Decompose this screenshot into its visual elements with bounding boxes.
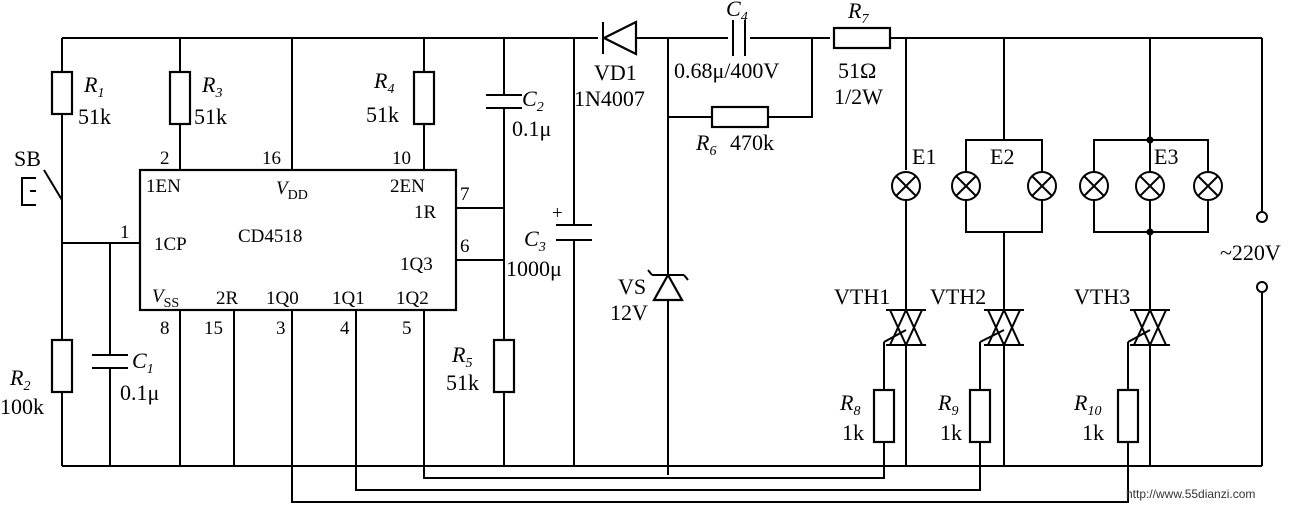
ic-pin-vdd: VDD <box>276 178 308 203</box>
c3-plus-sign: + <box>552 203 563 224</box>
e2-label: E2 <box>990 144 1014 169</box>
vs-value: 12V <box>610 300 648 325</box>
vd1-part: 1N4007 <box>574 86 645 111</box>
capacitor-c3: + <box>552 203 592 241</box>
r8-value: 1k <box>842 420 864 445</box>
r3-name: R3 <box>201 72 222 101</box>
watermark-url: http://www.55dianzi.com <box>1126 487 1255 501</box>
diode-vd1 <box>601 20 638 56</box>
triac-vth1 <box>883 307 926 348</box>
lamp-e2a <box>951 171 981 201</box>
c1-name: C1 <box>132 348 154 377</box>
ic-pin-vss: VSS <box>152 286 179 311</box>
r6-name: R6 <box>695 130 716 159</box>
lamp-e3a <box>1079 171 1109 201</box>
lamp-e3b <box>1135 171 1165 201</box>
r5-name: R5 <box>451 342 472 371</box>
ic-pin-1en: 1EN <box>146 176 181 197</box>
capacitor-c1 <box>92 354 128 369</box>
ic-pin-1q2: 1Q2 <box>396 288 429 309</box>
r1-value: 51k <box>78 104 111 129</box>
pin-num-4: 4 <box>340 318 350 339</box>
lamp-e3c <box>1193 171 1223 201</box>
triacs <box>883 307 1170 348</box>
mains-terminals <box>1256 211 1268 293</box>
r7-power: 1/2W <box>834 84 883 109</box>
vth3-label: VTH3 <box>1074 284 1130 309</box>
triac-vth3 <box>1127 307 1170 348</box>
r7-value: 51Ω <box>838 58 876 83</box>
sb-label: SB <box>14 146 41 171</box>
pin-num-15: 15 <box>204 318 223 339</box>
pin-num-3: 3 <box>276 318 286 339</box>
r1-name: R1 <box>83 72 104 101</box>
pin-num-16: 16 <box>262 148 281 169</box>
resistor-r3 <box>168 70 192 126</box>
r8-name: R8 <box>839 390 860 419</box>
c2-value: 0.1μ <box>512 116 551 141</box>
pin-num-1: 1 <box>120 222 130 243</box>
e1-label: E1 <box>912 144 936 169</box>
ic-name: CD4518 <box>238 226 302 247</box>
vth2-label: VTH2 <box>930 284 986 309</box>
triac-vth2 <box>979 307 1024 348</box>
ic-pin-1q3: 1Q3 <box>400 254 433 275</box>
ic-pin-2en: 2EN <box>390 176 425 197</box>
c4-name: C4 <box>726 0 748 25</box>
r4-value: 51k <box>366 102 399 127</box>
r7-name: R7 <box>847 0 869 27</box>
capacitor-c4 <box>732 20 746 56</box>
mains-label: ~220V <box>1220 240 1281 265</box>
ic-pin-1r: 1R <box>414 202 437 223</box>
capacitor-c2 <box>486 94 522 109</box>
r10-value: 1k <box>1082 420 1104 445</box>
ic-cd4518-body <box>138 168 458 312</box>
vs-label: VS <box>618 274 646 299</box>
c3-value: 1000μ <box>506 256 562 281</box>
pin-num-10: 10 <box>392 148 411 169</box>
ic-pin-1q1: 1Q1 <box>332 288 365 309</box>
c3-name: C3 <box>524 226 546 255</box>
resistor-r7 <box>832 26 892 50</box>
vth1-label: VTH1 <box>834 284 890 309</box>
ic-pin-1cp: 1CP <box>154 234 187 255</box>
resistor-r2 <box>50 338 74 394</box>
vd1-label: VD1 <box>594 60 637 85</box>
zener-vs <box>647 269 689 302</box>
lamp-e2b <box>1027 171 1057 201</box>
ic-pin-1q0: 1Q0 <box>266 288 299 309</box>
r9-name: R9 <box>937 390 958 419</box>
r3-value: 51k <box>194 104 227 129</box>
c1-value: 0.1μ <box>120 380 159 405</box>
resistor-r9 <box>968 388 992 444</box>
lamp-e1 <box>891 171 921 201</box>
r2-value: 100k <box>0 394 44 419</box>
resistor-r4 <box>412 70 436 126</box>
c4-value: 0.68μ/400V <box>674 58 779 83</box>
r4-name: R4 <box>373 68 394 97</box>
lamps <box>891 171 1223 201</box>
r5-value: 51k <box>446 370 479 395</box>
junction-dots <box>1146 136 1154 236</box>
resistor-r8 <box>872 388 896 444</box>
wires <box>21 37 1263 503</box>
c2-name: C2 <box>522 86 544 115</box>
pin-num-2: 2 <box>160 148 170 169</box>
labels: R1 51k R2 100k SB R3 51k R4 51k C2 0.1μ … <box>0 0 1281 501</box>
resistor-r6 <box>710 105 770 129</box>
r6-value: 470k <box>730 130 774 155</box>
pin-num-5: 5 <box>402 318 412 339</box>
r10-name: R10 <box>1073 390 1101 419</box>
pin-num-8: 8 <box>160 318 170 339</box>
r9-value: 1k <box>940 420 962 445</box>
resistor-r10 <box>1116 388 1140 444</box>
pin-num-7: 7 <box>460 184 470 205</box>
resistor-r1 <box>50 70 74 116</box>
r2-name: R2 <box>9 365 30 394</box>
pin-num-6: 6 <box>460 236 470 257</box>
resistor-r5 <box>492 338 516 394</box>
e3-label: E3 <box>1154 144 1178 169</box>
ic-pin-2r: 2R <box>216 288 239 309</box>
